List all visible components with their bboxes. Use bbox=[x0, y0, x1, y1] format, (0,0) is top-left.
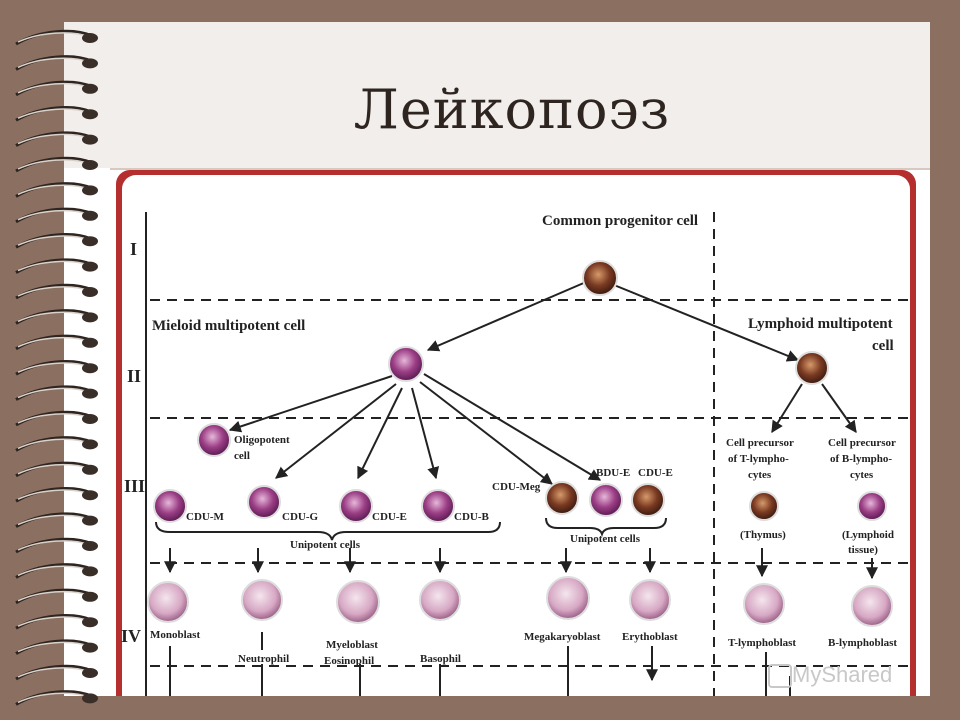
spiral-ring bbox=[15, 664, 98, 681]
spiral-ring bbox=[15, 233, 98, 249]
spiral-ring bbox=[15, 461, 98, 478]
watermark-icon bbox=[768, 664, 792, 688]
spiral-ring bbox=[15, 512, 98, 528]
spiral-ring bbox=[15, 258, 98, 274]
cell-t-lymphoblast bbox=[743, 583, 785, 625]
spiral-ring bbox=[15, 131, 98, 147]
level-label: IV bbox=[121, 626, 141, 646]
label-cdu-meg: CDU-Meg bbox=[492, 481, 541, 493]
spiral-ring bbox=[15, 55, 98, 71]
cell-b-precursor bbox=[857, 491, 887, 521]
label-t-precursor-2: of T-lympho- bbox=[728, 453, 789, 465]
spiral-ring bbox=[15, 309, 98, 325]
label-b-lymphoblast: B-lymphoblast bbox=[828, 637, 897, 649]
label-myeloblast: Myeloblast bbox=[326, 639, 378, 651]
spiral-ring bbox=[15, 283, 98, 300]
label-t-precursor: Cell precursor bbox=[726, 437, 794, 449]
cell-cdu-e-erythroid bbox=[631, 483, 665, 517]
cell-b-lymphoblast bbox=[851, 585, 893, 627]
spiral-ring bbox=[15, 106, 98, 122]
cell-cdu-b bbox=[421, 489, 455, 523]
label-bdu-e: BDU-E bbox=[596, 467, 630, 479]
label-cdu-e-erythroid: CDU-E bbox=[638, 467, 673, 479]
label-thymus: (Thymus) bbox=[740, 529, 786, 541]
cell-cdu-meg bbox=[545, 481, 579, 515]
spiral-binding bbox=[15, 29, 98, 706]
spiral-ring bbox=[15, 639, 98, 655]
cell-common-progenitor bbox=[582, 260, 618, 296]
spiral-ring bbox=[15, 29, 98, 46]
label-cdu-e: CDU-E bbox=[372, 511, 407, 523]
lineage-arrows bbox=[164, 281, 878, 696]
label-cdu-g: CDU-G bbox=[282, 511, 318, 523]
unipotent-brace-right bbox=[545, 517, 667, 538]
level-label: III bbox=[124, 476, 145, 496]
spiral-ring bbox=[15, 436, 98, 452]
label-lymphoid-tissue-2: tissue) bbox=[848, 544, 878, 556]
label-cdu-b: CDU-B bbox=[454, 511, 489, 523]
spiral-ring bbox=[15, 410, 98, 427]
unipotent-brace-left bbox=[155, 521, 501, 541]
label-t-precursor-3: cytes bbox=[748, 469, 772, 481]
label-oligopotent-2: cell bbox=[234, 450, 250, 462]
spiral-ring bbox=[15, 385, 98, 401]
spiral-ring bbox=[15, 563, 98, 579]
label-basophil: Basophil bbox=[420, 653, 461, 665]
level-label: I bbox=[130, 239, 137, 259]
cell-erythoblast bbox=[629, 579, 671, 621]
cell-neutrophil-blast bbox=[241, 579, 283, 621]
label-unipotent-right: Unipotent cells bbox=[570, 533, 641, 545]
cell-mieloid-multipotent bbox=[388, 346, 424, 382]
spiral-ring bbox=[15, 334, 98, 351]
spiral-ring bbox=[15, 588, 98, 605]
label-erythoblast: Erythoblast bbox=[622, 631, 678, 643]
spiral-ring bbox=[15, 614, 98, 630]
cell-megakaryoblast bbox=[546, 576, 590, 620]
label-oligopotent: Oligopotent bbox=[234, 434, 290, 446]
label-neutrophil: Neutrophil bbox=[238, 653, 289, 665]
label-lymphoid-multipotent: Lymphoid multipotent bbox=[748, 316, 893, 332]
label-monoblast: Monoblast bbox=[150, 629, 200, 641]
spiral-ring bbox=[15, 156, 98, 173]
label-lymphoid-multipotent-2: cell bbox=[872, 338, 894, 354]
slide-title: Лейкопоэз bbox=[353, 78, 671, 141]
label-common-progenitor: Common progenitor cell bbox=[542, 213, 698, 229]
spiral-ring bbox=[15, 80, 98, 97]
label-t-lymphoblast: T-lymphoblast bbox=[728, 637, 796, 649]
cell-lymphoid-multipotent bbox=[795, 351, 829, 385]
spiral-ring bbox=[15, 487, 98, 503]
watermark: MyShared bbox=[792, 662, 893, 687]
spiral-ring bbox=[15, 207, 98, 224]
cell-bdu-e bbox=[589, 483, 623, 517]
label-b-precursor-3: cytes bbox=[850, 469, 874, 481]
label-megakaryoblast: Megakaryoblast bbox=[524, 631, 601, 643]
spiral-ring bbox=[15, 690, 98, 706]
cell-t-precursor bbox=[749, 491, 779, 521]
spiral-ring bbox=[15, 537, 98, 554]
label-b-precursor-2: of B-lympho- bbox=[830, 453, 892, 465]
label-b-precursor: Cell precursor bbox=[828, 437, 896, 449]
cell-cdu-g bbox=[247, 485, 281, 519]
spiral-ring bbox=[15, 182, 98, 198]
cell-eosinophil-blast bbox=[336, 580, 380, 624]
label-lymphoid-tissue: (Lymphoid bbox=[842, 529, 894, 541]
label-cdu-m: CDU-M bbox=[186, 511, 224, 523]
label-eosinophil: Eosinophil bbox=[324, 655, 374, 667]
level-label: II bbox=[127, 366, 141, 386]
cell-cdu-e bbox=[339, 489, 373, 523]
cell-oligopotent bbox=[197, 423, 231, 457]
cell-basophil-blast bbox=[419, 579, 461, 621]
title-band bbox=[64, 22, 930, 168]
label-unipotent-left: Unipotent cells bbox=[290, 539, 361, 551]
title-rule bbox=[110, 168, 930, 170]
cell-monoblast bbox=[147, 581, 189, 623]
spiral-ring bbox=[15, 360, 98, 376]
label-mieloid-multipotent: Mieloid multipotent cell bbox=[152, 318, 305, 334]
cell-cdu-m bbox=[153, 489, 187, 523]
